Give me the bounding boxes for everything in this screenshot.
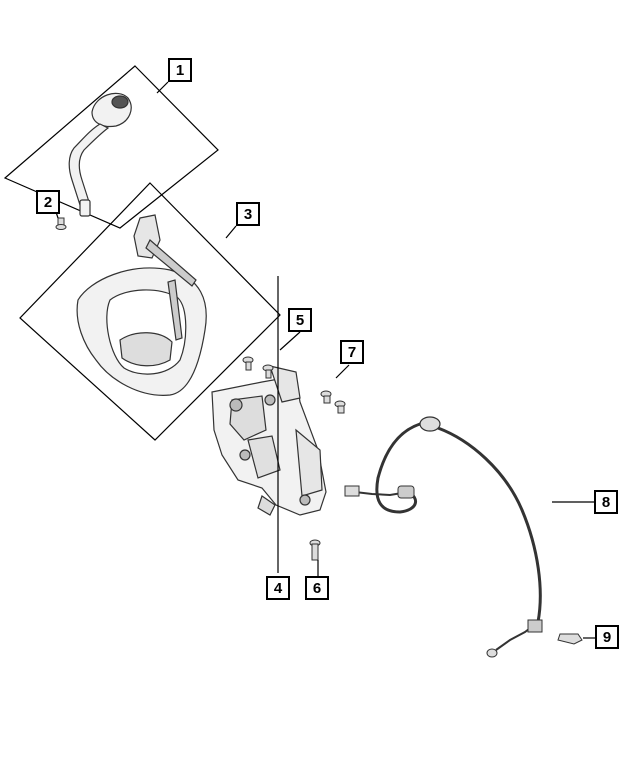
screw-part-2	[55, 217, 67, 230]
bolt-part-6	[309, 539, 321, 561]
shift-cable-part	[344, 416, 543, 658]
bezel-part	[76, 214, 207, 396]
callout-4: 4	[266, 576, 290, 600]
callout-1: 1	[168, 58, 192, 82]
shifter-bezel-group	[19, 182, 281, 441]
clip-part-9	[557, 633, 583, 645]
detail-frame-3	[19, 182, 281, 441]
callout-9: 9	[595, 625, 619, 649]
callout-7: 7	[340, 340, 364, 364]
leader-lines	[55, 81, 595, 639]
shifter-assembly-part	[211, 365, 327, 516]
callout-8: 8	[594, 490, 618, 514]
callout-2: 2	[36, 190, 60, 214]
callout-3: 3	[236, 202, 260, 226]
detail-frame-1	[3, 65, 219, 229]
bolts-part-7	[320, 390, 346, 414]
callout-5: 5	[288, 308, 312, 332]
bolts-part-5	[242, 356, 274, 379]
callout-6: 6	[305, 576, 329, 600]
shift-knob-group	[3, 65, 219, 230]
shift-knob-part	[68, 92, 132, 217]
